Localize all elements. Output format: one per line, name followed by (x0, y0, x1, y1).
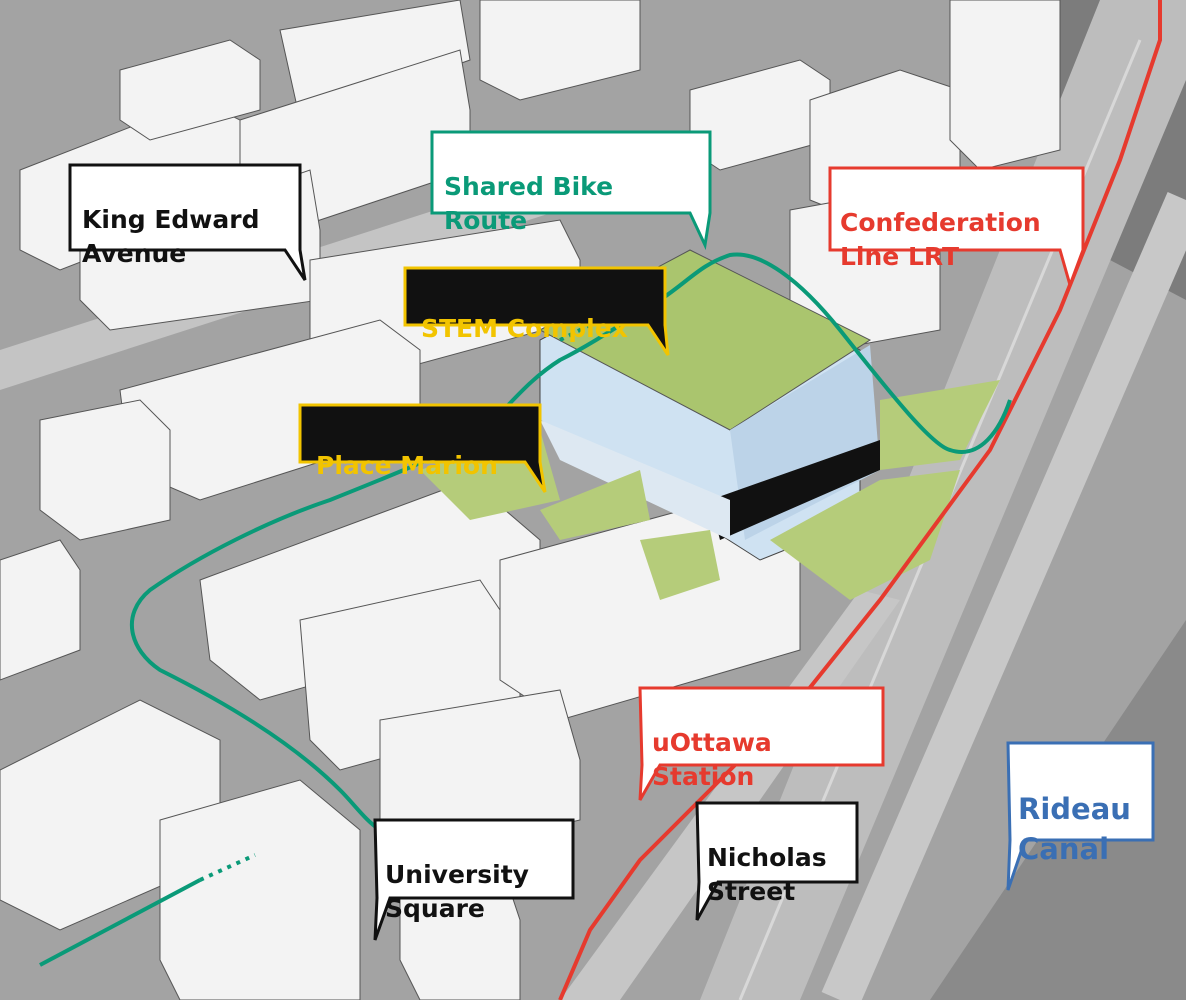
callout-place-marion (298, 403, 547, 493)
label-university-square-text: University Square (385, 860, 529, 923)
label-confederation-line: Confederation Line LRT (830, 168, 1083, 271)
callout-nicholas (695, 801, 859, 921)
label-king-edward-text: King Edward Avenue (82, 205, 260, 268)
label-nicholas-text: Nicholas Street (707, 843, 827, 906)
label-uottawa-text: uOttawa Station (652, 728, 772, 791)
label-shared-bike-route: Shared Bike Route (432, 132, 710, 235)
label-place-marion: Place Marion (300, 405, 540, 480)
bike-route-dotted-sw (199, 853, 256, 882)
lrt-line (558, 0, 1162, 1000)
callout-rideau-canal (1006, 741, 1155, 891)
callout-confederation (828, 166, 1085, 290)
callout-stem (403, 266, 670, 356)
label-confederation-text: Confederation Line LRT (840, 208, 1041, 271)
callout-uottawa-station (638, 686, 885, 801)
label-shared-bike-text: Shared Bike Route (444, 172, 614, 235)
label-rideau-canal: Rideau Canal (1008, 743, 1153, 866)
callout-king-edward (68, 163, 307, 281)
label-place-marion-text: Place Marion (316, 451, 498, 480)
callout-shared-bike (430, 130, 712, 251)
bike-route-dotted (559, 318, 601, 342)
label-king-edward-avenue: King Edward Avenue (70, 165, 300, 268)
label-rideau-text: Rideau Canal (1018, 792, 1131, 866)
label-stem-text: STEM Complex (421, 314, 628, 343)
label-uottawa-station: uOttawa Station (640, 688, 883, 791)
bike-route-southwest (39, 878, 201, 967)
callout-university-square (373, 818, 575, 941)
highway-lane (821, 192, 1186, 1000)
label-university-square: University Square (375, 820, 573, 923)
label-stem-complex: STEM Complex (405, 268, 665, 343)
buildings (0, 0, 1061, 1000)
label-nicholas-street: Nicholas Street (697, 803, 857, 906)
